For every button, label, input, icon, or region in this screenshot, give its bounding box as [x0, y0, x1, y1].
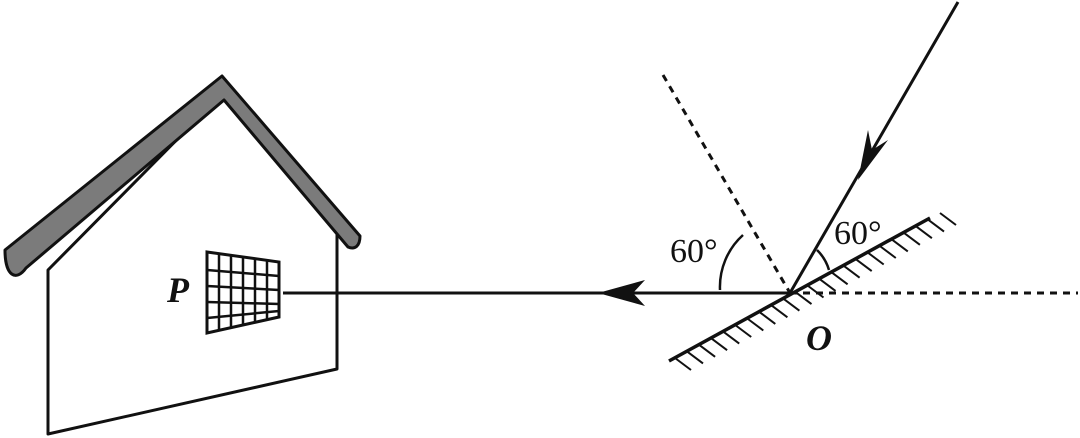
point-label-p: P — [166, 270, 190, 310]
mirror-hatch-mark — [710, 337, 728, 352]
mirror-hatching — [674, 212, 957, 371]
mirror-hatch-mark — [734, 324, 752, 338]
mirror-hatch-mark — [722, 330, 740, 345]
mirror-surface — [668, 216, 931, 363]
house-window — [205, 250, 281, 335]
mirror-hatch-mark — [758, 311, 776, 325]
mirror-hatch-mark — [698, 343, 716, 358]
incident-ray-arrow — [858, 130, 888, 180]
incident-ray — [788, 1, 960, 294]
angle-arc-mirror — [816, 249, 831, 271]
mirror-hatch-mark — [674, 357, 692, 371]
mirror-hatch-mark — [818, 278, 837, 292]
mirror-hatch-mark — [830, 271, 849, 286]
mirror-hatch-mark — [842, 264, 861, 279]
house — [3, 74, 362, 436]
house-wall — [46, 90, 339, 436]
mirror-hatch-mark — [891, 238, 909, 253]
mirror-hatch-mark — [903, 232, 921, 246]
angle-arc-normal — [718, 234, 744, 291]
mirror-hatch-mark — [806, 284, 825, 299]
mirror-hatch-mark — [879, 245, 897, 259]
mirror-hatch-mark — [915, 225, 933, 239]
reflected-ray-arrow — [598, 280, 645, 306]
mirror-hatch-mark — [770, 304, 789, 319]
mirror-hatch-mark — [782, 297, 801, 312]
mirror-hatch-mark — [939, 212, 957, 226]
mirror-hatch-mark — [867, 251, 885, 266]
mirror-hatch-mark — [927, 218, 945, 233]
angle-label-normal: 60° — [670, 233, 718, 270]
mirror-hatch-mark — [686, 350, 704, 365]
normal-line — [661, 74, 792, 294]
plane-mirror — [668, 212, 957, 371]
house-roof — [3, 74, 362, 277]
mirror-hatch-mark — [746, 317, 764, 332]
mirror-hatch-mark — [794, 291, 813, 305]
mirror-hatch-mark — [855, 258, 873, 272]
point-label-o: O — [806, 318, 832, 358]
angle-label-mirror: 60° — [834, 215, 882, 252]
